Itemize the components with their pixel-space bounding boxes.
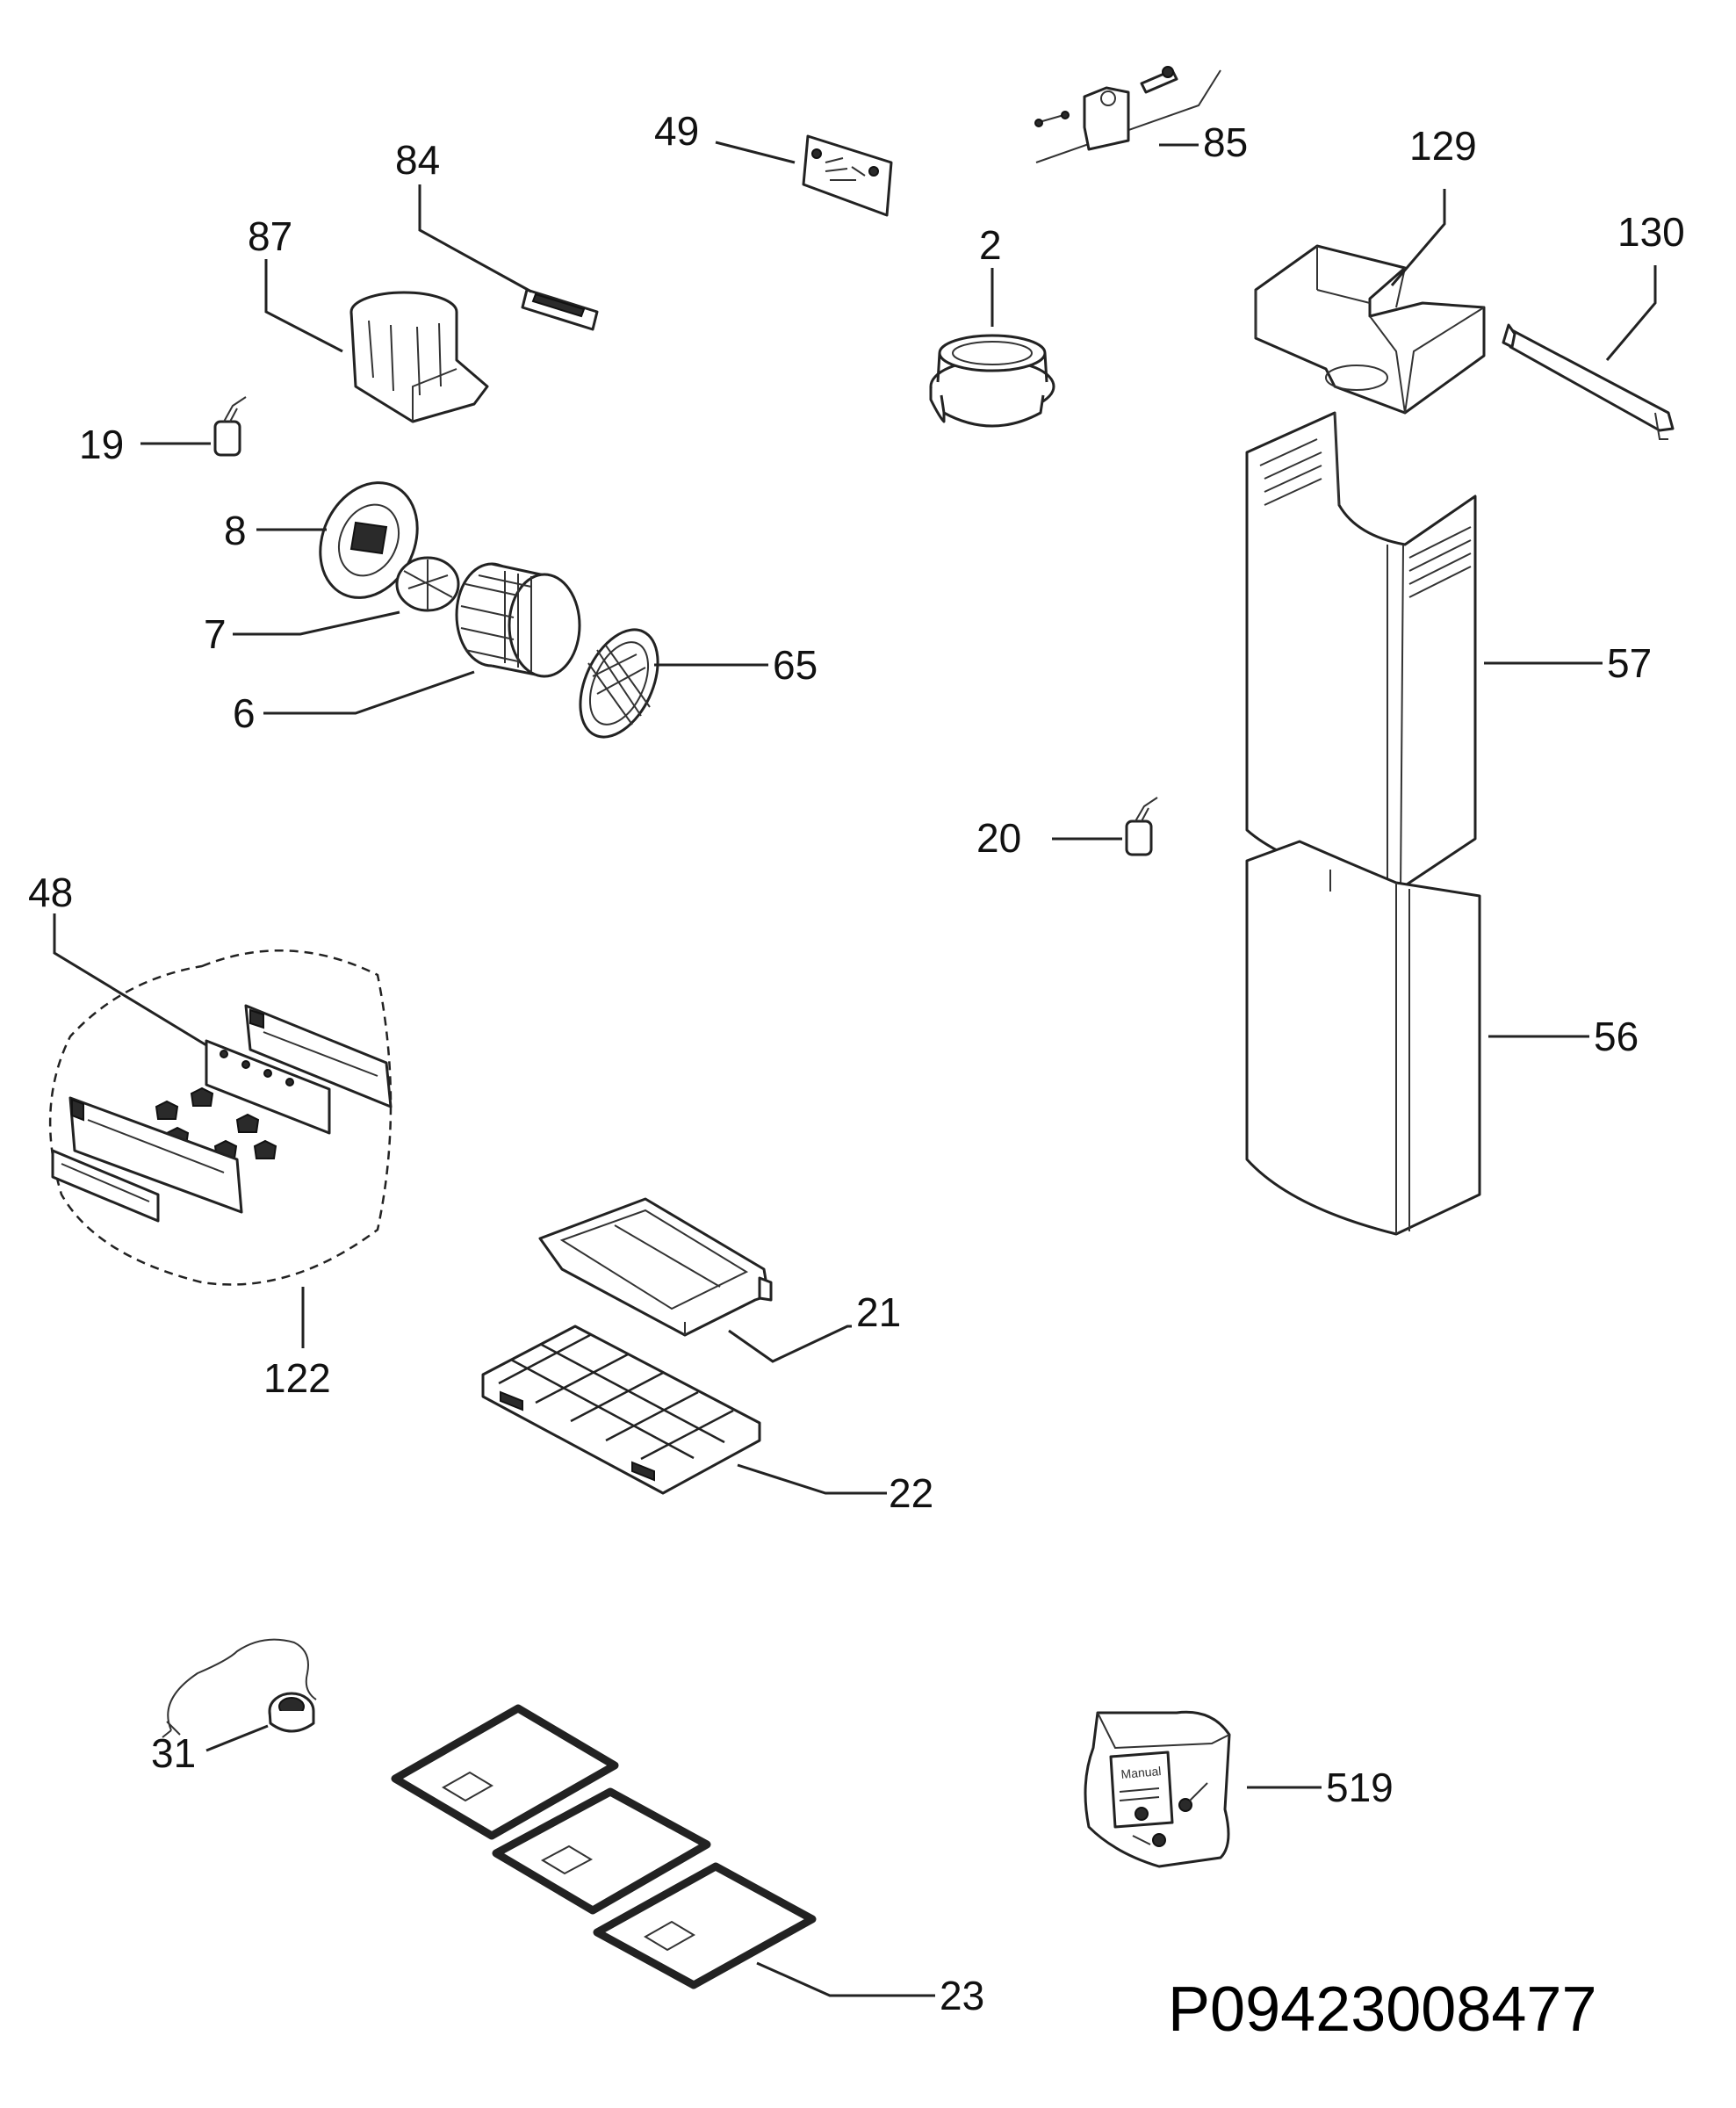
label-519: 519 xyxy=(1326,1765,1394,1810)
part-130-bracket-bar xyxy=(1502,323,1675,440)
document-code: P09423008477 xyxy=(1168,1974,1597,2045)
label-31: 31 xyxy=(151,1730,196,1776)
label-85: 85 xyxy=(1203,119,1248,165)
grease-filter-1 xyxy=(391,1704,619,1840)
part-19-capacitor xyxy=(213,396,247,457)
label-2: 2 xyxy=(979,222,1002,268)
manual-text: Manual xyxy=(1120,1764,1162,1781)
part-519-accessory-bag: Manual xyxy=(1084,1710,1231,1868)
part-85-bracket-kit xyxy=(1034,66,1221,163)
label-129: 129 xyxy=(1409,123,1477,169)
part-49-circuit-board xyxy=(802,134,893,217)
part-129-air-deflector xyxy=(1254,244,1486,415)
part-56-lower-chimney xyxy=(1245,840,1481,1236)
part-22-carbon-filter xyxy=(481,1325,761,1495)
part-84-switch xyxy=(521,288,599,331)
label-87: 87 xyxy=(248,213,292,259)
part-6-blower-wheel xyxy=(455,562,581,678)
part-20-capacitor xyxy=(1125,797,1158,856)
label-7: 7 xyxy=(204,611,227,657)
label-19: 19 xyxy=(79,422,124,467)
label-23: 23 xyxy=(940,1973,984,2018)
label-20: 20 xyxy=(976,815,1021,861)
label-21: 21 xyxy=(856,1289,901,1335)
part-8-motor-plate xyxy=(319,481,419,599)
label-48: 48 xyxy=(28,870,73,915)
part-31-lamp xyxy=(162,1638,317,1738)
label-56: 56 xyxy=(1594,1014,1639,1059)
part-87-motor-housing xyxy=(349,291,489,423)
label-49: 49 xyxy=(654,108,699,154)
part-2-duct-ring xyxy=(929,334,1055,428)
part-21-filter-frame xyxy=(538,1197,773,1337)
label-22: 22 xyxy=(889,1470,933,1516)
label-8: 8 xyxy=(224,508,247,553)
label-6: 6 xyxy=(233,690,256,736)
label-57: 57 xyxy=(1607,640,1652,686)
label-122: 122 xyxy=(263,1355,331,1401)
part-7-motor xyxy=(395,556,460,612)
part-57-upper-chimney xyxy=(1245,411,1477,893)
label-130: 130 xyxy=(1617,209,1685,255)
label-84: 84 xyxy=(395,137,440,183)
grease-filter-3 xyxy=(593,1862,817,1989)
part-122-control-group xyxy=(48,949,393,1286)
part-65-grille xyxy=(579,628,659,739)
label-65: 65 xyxy=(773,642,818,688)
grease-filter-2 xyxy=(492,1787,711,1915)
part-23-grease-filters xyxy=(391,1704,817,1989)
